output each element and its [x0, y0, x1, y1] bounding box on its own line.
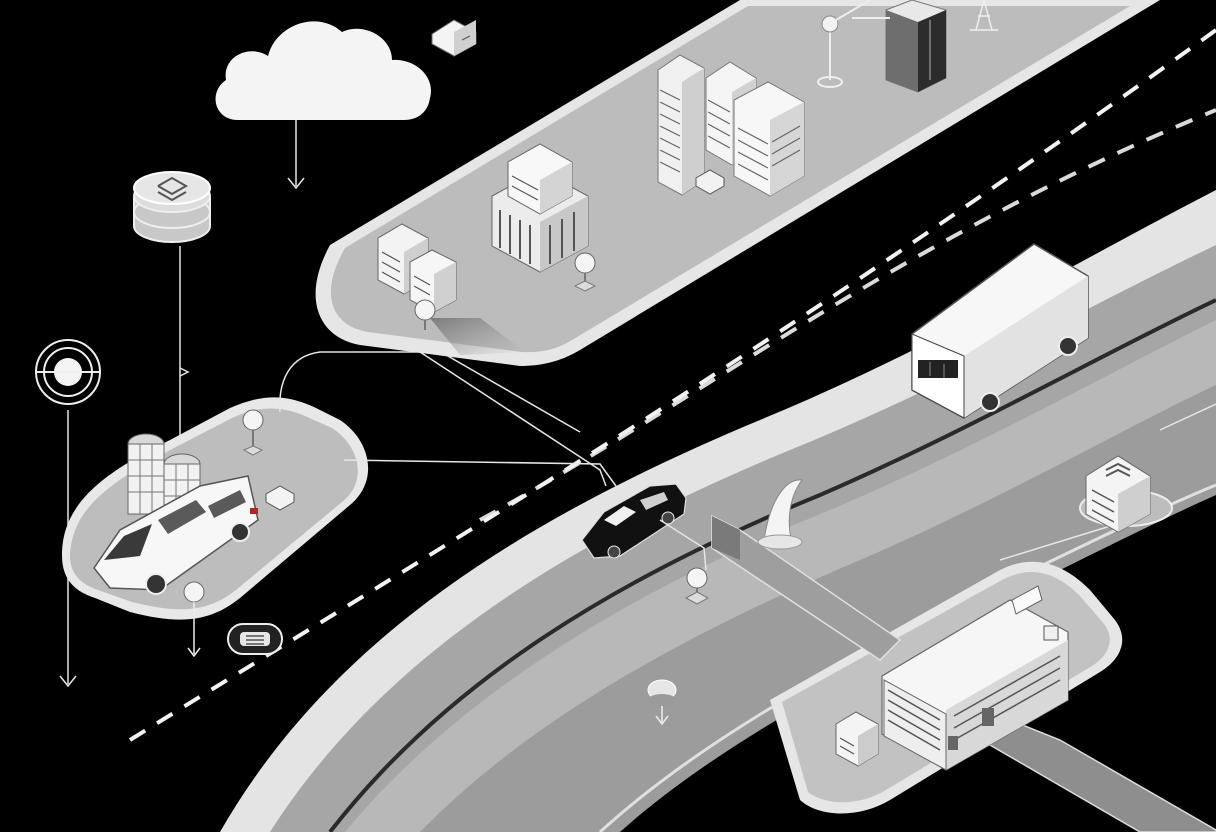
radar-target-icon — [35, 339, 101, 405]
small-box — [265, 485, 295, 511]
office-tower-cluster — [657, 54, 805, 197]
server-cube-icon-top — [431, 19, 477, 57]
transmission-tower-icon — [970, 0, 998, 31]
dashed-road-center — [128, 28, 1216, 742]
map-pin-node-upper-1 — [573, 252, 597, 292]
arch-sculpture — [757, 479, 803, 550]
database-stack-icon — [133, 171, 211, 243]
tank-tower-1 — [127, 433, 165, 515]
small-server-buildings — [377, 223, 457, 313]
sedan — [581, 483, 687, 559]
dark-skyscraper — [885, 0, 947, 93]
chip-badge-icon — [227, 623, 283, 655]
antenna-node — [817, 0, 890, 88]
map-pin-node-road — [684, 567, 710, 605]
cloud-icon — [215, 21, 432, 121]
box-truck — [911, 243, 1089, 419]
map-pin-node-upper-2 — [414, 299, 436, 330]
small-kiosk — [835, 711, 879, 767]
server-cube-icon-right — [1079, 455, 1173, 533]
map-pin-node-left-2 — [183, 581, 205, 658]
pillar-building — [491, 143, 589, 273]
van — [93, 475, 259, 595]
map-pin-node-icon-dark — [647, 679, 677, 726]
map-pin-node-left-1 — [242, 409, 264, 456]
factory-building — [881, 585, 1069, 771]
